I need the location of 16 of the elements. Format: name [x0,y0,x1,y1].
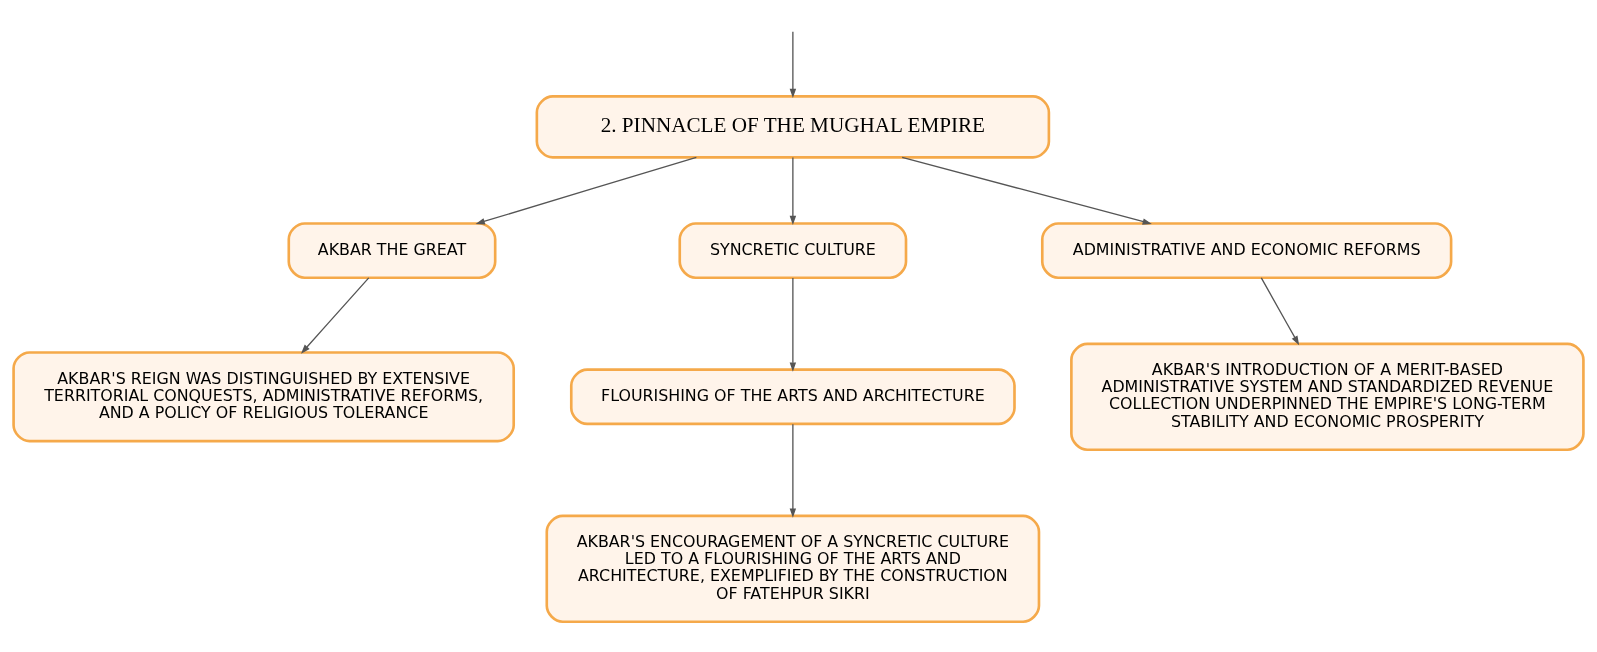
arrow [475,156,697,225]
node-box: AKBAR'S ENCOURAGEMENT OF A SYNCRETIC CULTURE LED TO A FLOURISHING OF THE ARTS AND ARCHITECTURE, EXEMPLIFIED BY THE CONSTRUCTION OF FATEHPUR SIKRI [545,514,1041,624]
node-box: AKBAR'S INTRODUCTION OF A MERIT-BASED ADMINISTRATIVE SYSTEM AND STANDARDIZED REVENUE COLLECTION UNDERPINNED THE EMPIRE'S LONG-TERM STABILITY AND ECONOMIC PROSPERITY [1070,342,1585,452]
arrow [1260,277,1300,346]
node-box: ADMINISTRATIVE AND ECONOMIC REFORMS [1040,222,1453,280]
arrow [301,277,370,354]
arrow [789,277,797,372]
arrow [901,156,1152,225]
node-box: 2. PINNACLE OF THE MUGHAL EMPIRE [535,95,1051,159]
arrow [789,156,797,226]
node-box: SYNCRETIC CULTURE [678,222,908,280]
node-box: AKBAR'S REIGN WAS DISTINGUISHED BY EXTENSIVE TERRITORIAL CONQUESTS, ADMINISTRATIVE REFORMS, AND A POLICY OF RELIGIOUS TOLERANCE [12,351,516,443]
node-box: FLOURISHING OF THE ARTS AND ARCHITECTURE [569,368,1016,426]
arrow [789,31,797,99]
node-box: AKBAR THE GREAT [287,222,497,280]
arrow [789,423,797,518]
